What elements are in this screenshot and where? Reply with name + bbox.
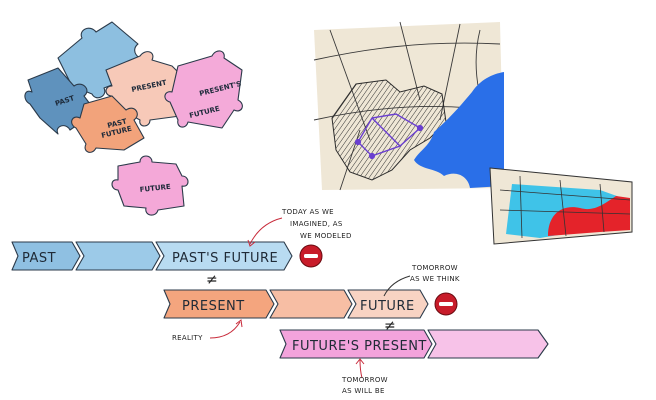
color-sketch	[489, 167, 633, 245]
arrow-present	[163, 289, 275, 319]
annotation-reality-text: REALITY	[172, 334, 203, 342]
map-route	[354, 113, 424, 160]
annotation-reality: REALITY	[172, 319, 243, 342]
arrow-futures-present	[279, 329, 433, 359]
neq-symbol-1: ≠	[206, 272, 218, 288]
annotation-tomorrow-be-arrow	[359, 359, 363, 379]
annotation-today: TODAY AS WE IMAGINED, AS WE MODELED	[247, 208, 352, 247]
annotation-reality-arrow	[209, 321, 241, 339]
annotation-today-line-3: WE MODELED	[300, 232, 352, 240]
label-past: PAST	[22, 251, 56, 266]
puzzle-piece-past-future	[71, 95, 145, 153]
annotation-tomorrow-be: TOMORROW AS WILL BE	[341, 358, 388, 395]
timeline-row-3	[279, 329, 549, 359]
map-water	[414, 72, 504, 188]
annotation-tomorrow-think-arrow	[383, 275, 411, 297]
arrow-future	[347, 289, 429, 319]
annotation-tomorrow-think-line-2: AS WE THINK	[410, 275, 460, 283]
annotation-tomorrow-be-line-2: AS WILL BE	[342, 387, 385, 395]
puzzle-label-separate-future: FUTURE	[139, 183, 171, 194]
annotation-tomorrow-be-line-1: TOMORROW	[341, 376, 388, 384]
arrow-blank-pink	[427, 329, 549, 359]
annotation-tomorrow-think: TOMORROW AS WE THINK	[383, 264, 460, 297]
timeline-row-2	[163, 289, 429, 319]
arrow-blank-orange	[269, 289, 353, 319]
stop-sign-2	[434, 292, 458, 316]
label-futures-present: FUTURE'S PRESENT	[292, 339, 427, 354]
label-pasts-future: PAST'S FUTURE	[172, 251, 278, 266]
arrow-blank-blue	[75, 241, 161, 271]
puzzle-piece-separate-future	[111, 155, 189, 216]
color-sketch-red	[548, 196, 630, 236]
annotation-today-line-1: TODAY AS WE	[281, 208, 334, 216]
annotation-today-line-2: IMAGINED, AS	[290, 220, 343, 228]
arrow-past	[11, 241, 81, 271]
map-sketch	[313, 21, 505, 191]
annotation-tomorrow-think-line-1: TOMORROW	[411, 264, 458, 272]
annotation-today-arrow	[249, 217, 283, 245]
puzzle-piece-presents-future	[164, 50, 243, 129]
label-future: FUTURE	[360, 299, 415, 314]
puzzle-cluster	[24, 21, 243, 216]
color-sketch-lines	[499, 175, 631, 239]
timeline-row-1	[11, 241, 293, 271]
arrow-pasts-future	[155, 241, 293, 271]
neq-symbol-2: ≠	[384, 318, 396, 334]
stop-sign-1	[299, 244, 323, 268]
label-present: PRESENT	[182, 299, 245, 314]
